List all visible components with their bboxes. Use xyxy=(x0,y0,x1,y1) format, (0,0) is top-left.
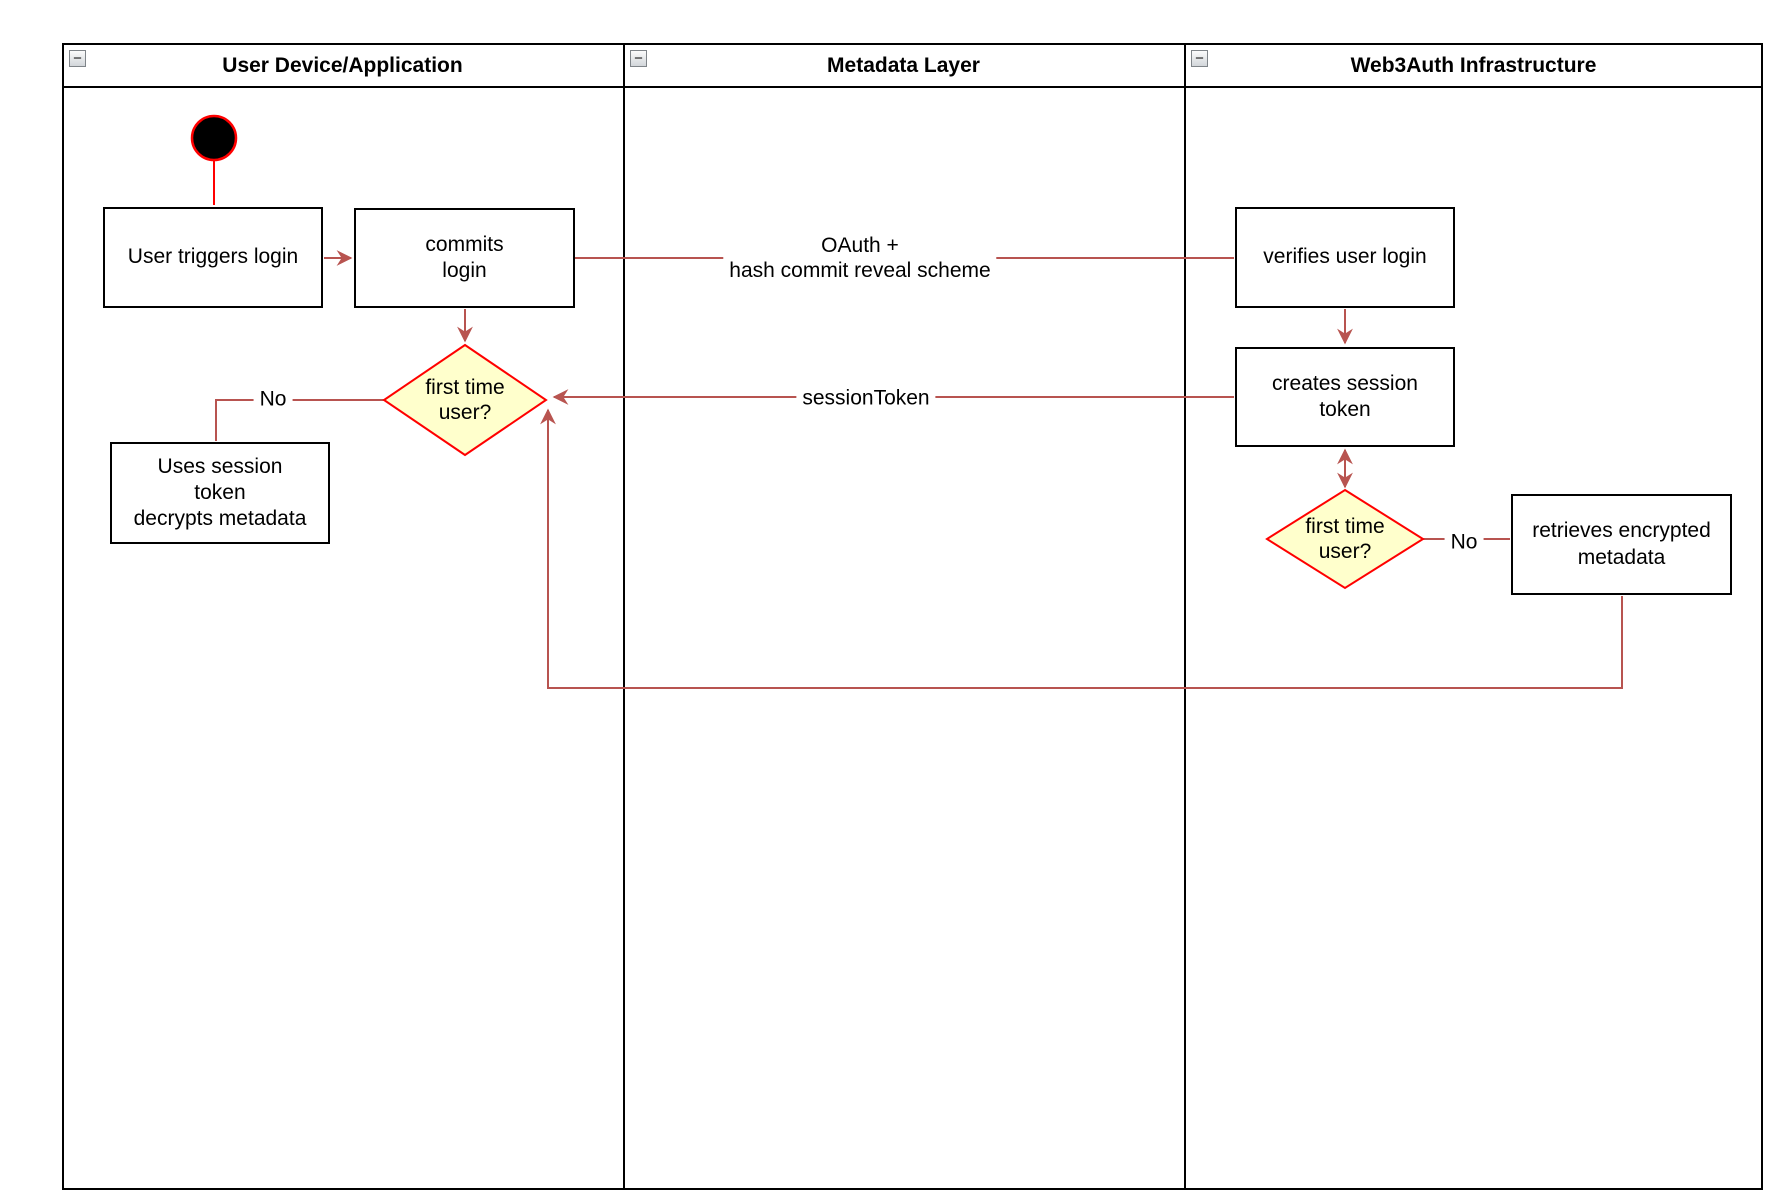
lane-divider-1 xyxy=(623,43,625,1190)
activity-commits-login[interactable]: commits login xyxy=(354,208,575,308)
collapse-button-lane-3[interactable]: − xyxy=(1191,50,1208,67)
edge-retrieves-loop-to-decision-left xyxy=(540,408,1623,689)
decision-label-first-time-user-left: first time user? xyxy=(425,375,505,424)
lane-title-web3auth: Web3Auth Infrastructure xyxy=(1350,53,1597,77)
pool-border xyxy=(62,43,1763,1190)
activity-uses-session-token[interactable]: Uses session token decrypts metadata xyxy=(110,442,330,544)
activity-user-triggers-login[interactable]: User triggers login xyxy=(103,207,323,308)
activity-verifies-user-login[interactable]: verifies user login xyxy=(1235,207,1455,308)
decision-label-first-time-user-right: first time user? xyxy=(1305,514,1385,563)
edge-label-no-right: No xyxy=(1444,529,1484,557)
lane-header-rule xyxy=(62,86,1763,88)
decision-first-time-user-right[interactable] xyxy=(1265,488,1425,590)
edge-label-oauth-hash-commit-reveal: OAuth + hash commit reveal scheme xyxy=(723,233,997,285)
lane-title-metadata-layer: Metadata Layer xyxy=(827,53,980,77)
minus-icon: − xyxy=(1195,50,1204,67)
lane-divider-2 xyxy=(1184,43,1186,1190)
edge-no-to-uses-session xyxy=(215,399,385,441)
activity-creates-session-token[interactable]: creates session token xyxy=(1235,347,1455,447)
collapse-button-lane-2[interactable]: − xyxy=(630,50,647,67)
minus-icon: − xyxy=(73,50,82,67)
collapse-button-lane-1[interactable]: − xyxy=(69,50,86,67)
edge-label-no-left: No xyxy=(253,386,293,414)
decision-first-time-user-left[interactable] xyxy=(382,343,548,457)
lane-title-user-device: User Device/Application xyxy=(222,53,463,77)
activity-retrieves-encrypted-metadata[interactable]: retrieves encrypted metadata xyxy=(1511,494,1732,595)
edge-label-session-token: sessionToken xyxy=(796,385,936,413)
minus-icon: − xyxy=(634,50,643,67)
initial-node[interactable] xyxy=(190,114,238,162)
